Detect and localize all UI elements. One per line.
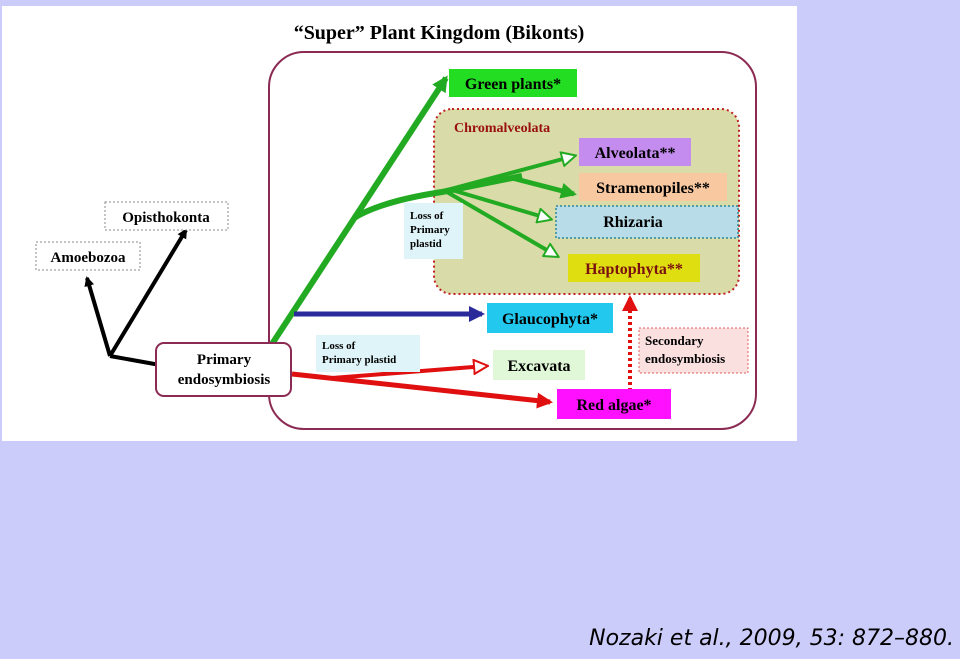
phylogeny-figure: “Super” Plant Kingdom (Bikonts) Chromalv… xyxy=(2,6,797,441)
arrow-to-green-plants xyxy=(269,75,449,346)
loss-plastid-lower-line1: Loss of xyxy=(322,340,356,352)
loss-plastid-upper-line2: Primary xyxy=(410,224,450,236)
branch-chromalveolata xyxy=(352,173,523,221)
glaucophyta-box xyxy=(487,303,613,333)
secondary-endosymbiosis-line1: Secondary xyxy=(645,333,704,348)
black-branches xyxy=(84,228,188,367)
green-branches xyxy=(269,75,577,346)
haptophyta-box xyxy=(568,254,700,282)
stramenopiles-box xyxy=(579,173,727,201)
arrow-to-rhizaria xyxy=(451,188,550,219)
loss-plastid-upper-line3: plastid xyxy=(410,238,442,250)
diagram-title: “Super” Plant Kingdom (Bikonts) xyxy=(294,22,585,44)
excavata-label: Excavata xyxy=(507,358,570,375)
green-plants-label: Green plants* xyxy=(465,76,561,93)
glaucophyta-label: Glaucophyta* xyxy=(502,311,598,328)
secondary-endosymbiosis-box xyxy=(638,327,749,374)
branch-to-primary-endosymbiosis xyxy=(109,354,161,367)
arrow-to-stramenopiles xyxy=(511,175,577,199)
citation: Nozaki et al., 2009, 53: 872–880. xyxy=(589,626,954,651)
arrow-to-alveolata xyxy=(446,156,574,192)
loss-plastid-upper-box xyxy=(404,203,463,259)
rhizaria-label: Rhizaria xyxy=(603,214,663,231)
opisthokonta-box xyxy=(104,201,229,231)
primary-endosymbiosis-box xyxy=(155,342,292,397)
haptophyta-label: Haptophyta** xyxy=(585,261,683,278)
red-algae-box xyxy=(557,389,671,419)
primary-endosymbiosis-line2: endosymbiosis xyxy=(178,372,271,388)
alveolata-label: Alveolata** xyxy=(595,145,676,162)
secondary-endosymbiosis-line2: endosymbiosis xyxy=(645,351,725,366)
amoebozoa-label: Amoebozoa xyxy=(51,250,126,266)
phylogeny-diagram: “Super” Plant Kingdom (Bikonts) Chromalv… xyxy=(35,22,757,430)
arrow-to-opisthokonta xyxy=(108,228,188,358)
green-plants-box xyxy=(449,69,577,97)
loss-plastid-lower-line2: Primary plastid xyxy=(322,354,396,366)
opisthokonta-label: Opisthokonta xyxy=(122,210,210,226)
alveolata-box xyxy=(579,138,691,166)
chromalveolata-label: Chromalveolata xyxy=(454,121,550,136)
loss-plastid-lower-box xyxy=(316,335,420,372)
primary-endosymbiosis-line1: Primary xyxy=(197,352,252,368)
red-algae-label: Red algae* xyxy=(576,397,651,414)
stramenopiles-label: Stramenopiles** xyxy=(596,180,710,197)
rhizaria-box xyxy=(555,205,739,239)
arrow-to-amoebozoa xyxy=(84,276,112,357)
amoebozoa-box xyxy=(35,241,141,271)
arrow-to-haptophyta xyxy=(445,190,557,256)
excavata-box xyxy=(493,350,585,380)
loss-plastid-upper-line1: Loss of xyxy=(410,210,444,222)
